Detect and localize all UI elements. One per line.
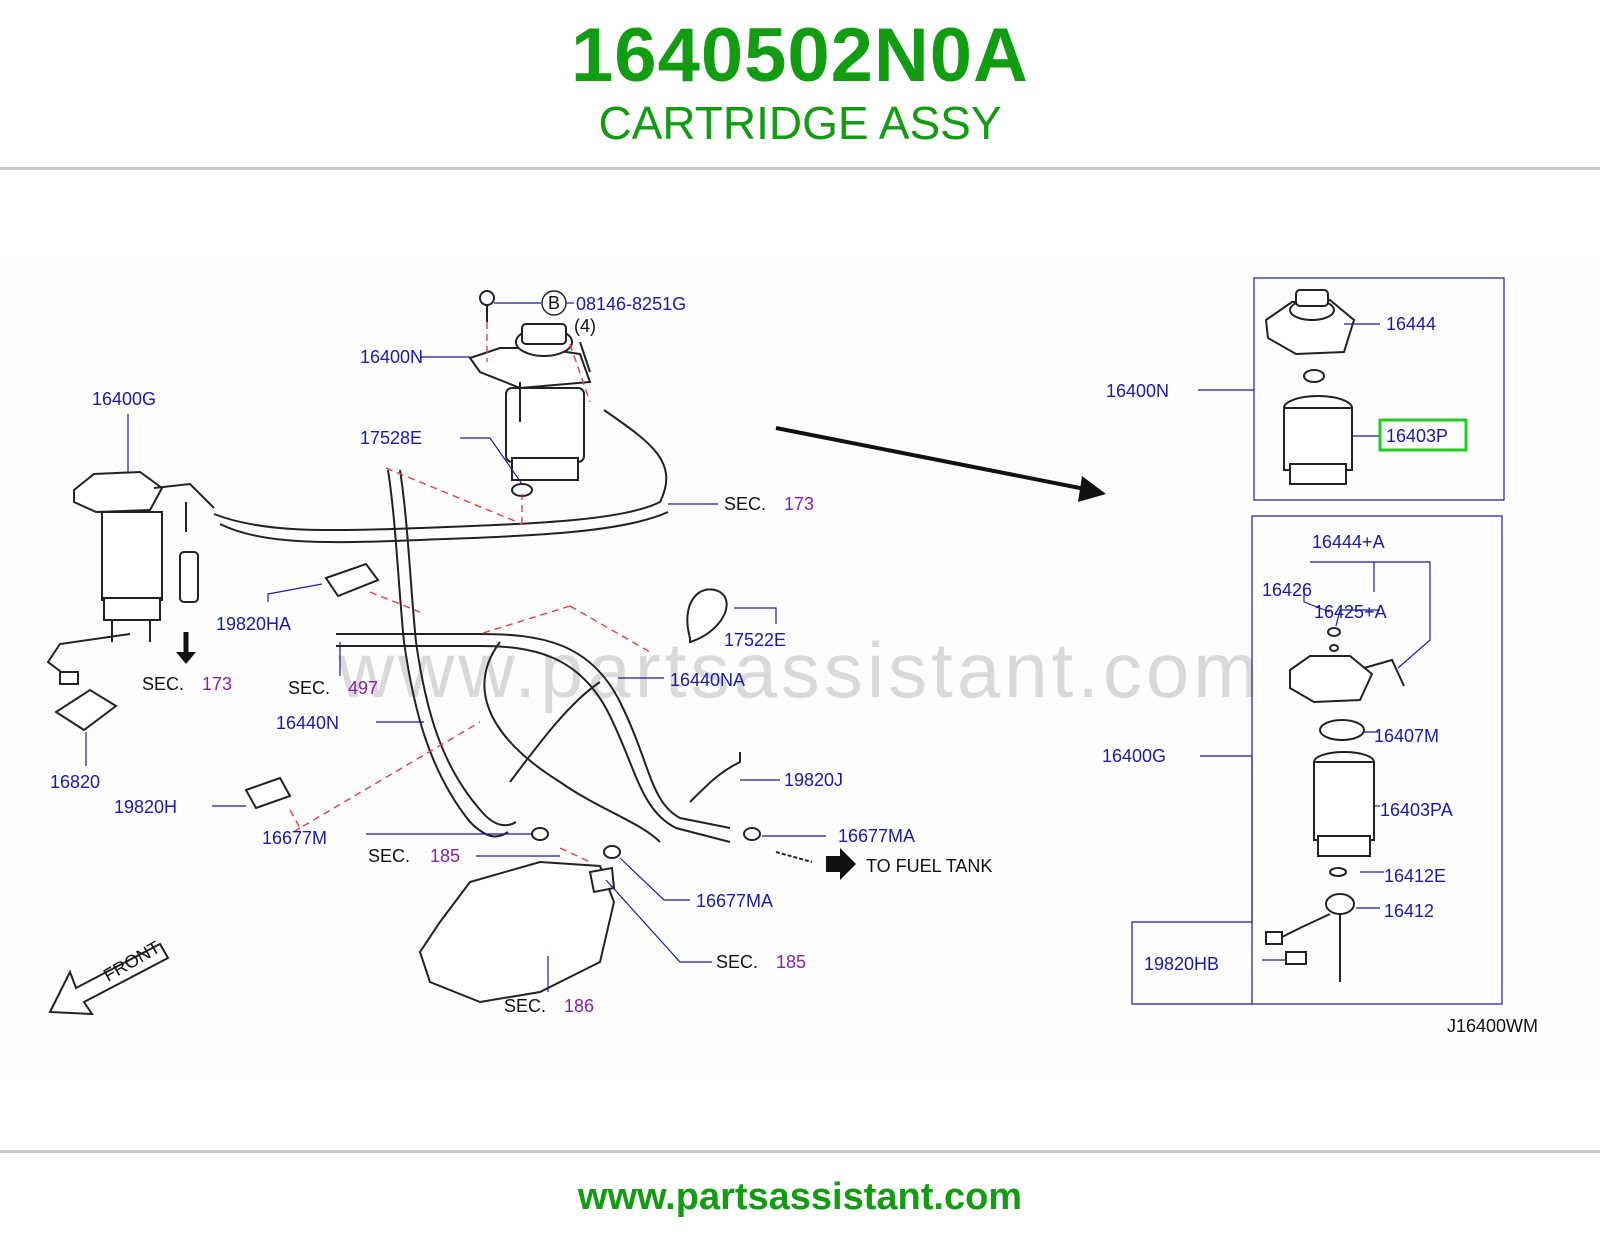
label-sec186: SEC. — [504, 996, 546, 1016]
clip-19820H-drawing — [244, 776, 292, 810]
leader-19820HA — [267, 583, 323, 602]
part-name-subtitle: CARTRIDGE ASSY — [598, 97, 1002, 149]
label-16677MA-lower[interactable]: 16677MA — [696, 891, 773, 911]
inset-19820HB-drawing — [1285, 951, 1307, 965]
arrow-to-fuel-tank — [826, 848, 856, 880]
label-17528E[interactable]: 17528E — [360, 428, 422, 448]
inset-16403P-drawing — [1283, 395, 1353, 485]
clamp-16677MA-lower-drawing — [603, 845, 621, 859]
footer-divider — [0, 1150, 1600, 1153]
inset-16444-drawing — [1264, 289, 1356, 356]
inset-gasket-drawing — [1303, 369, 1325, 383]
label-inset-16425A[interactable]: 16425+A — [1314, 602, 1387, 622]
label-inset-16444A[interactable]: 16444+A — [1312, 532, 1385, 552]
label-sec497: SEC. — [288, 678, 330, 698]
inset-16444A-drawing — [1289, 627, 1405, 704]
label-16677M[interactable]: 16677M — [262, 828, 327, 848]
inset-16412-drawing — [1265, 893, 1355, 982]
inset-box-16400N — [1253, 277, 1505, 501]
hose-to-sec173 — [213, 409, 668, 532]
label-inset-16403P[interactable]: 16403P — [1386, 426, 1448, 446]
injection-pump-drawing — [418, 860, 616, 1004]
arrow-to-inset — [775, 426, 1091, 492]
label-sec185-a-num[interactable]: 185 — [430, 846, 460, 866]
clamp-16677MA-right-drawing — [743, 827, 761, 841]
label-bolt-qty: (4) — [574, 316, 596, 336]
label-sec173-left-num[interactable]: 173 — [202, 674, 232, 694]
label-inset-16403PA[interactable]: 16403PA — [1380, 800, 1453, 820]
clamp-16677M-drawing — [531, 827, 549, 841]
label-inset-16412E[interactable]: 16412E — [1384, 866, 1446, 886]
bolt-b-letter: B — [548, 293, 560, 313]
footer-website-link[interactable]: www.partsassistant.com — [577, 1176, 1023, 1218]
label-sec185-b-num[interactable]: 185 — [776, 952, 806, 972]
highlight-16403P — [1378, 418, 1468, 452]
label-inset-19820HB[interactable]: 19820HB — [1144, 954, 1219, 974]
watermark-text: www.partsassistant.com — [337, 626, 1263, 714]
part-number-title: 1640502N0A — [571, 13, 1029, 98]
leader-inset-16444A — [1303, 561, 1431, 669]
label-19820H[interactable]: 19820H — [114, 797, 177, 817]
label-inset-16400G[interactable]: 16400G — [1102, 746, 1166, 766]
diagram-svg: www.partsassistant.com — [46, 277, 1538, 1036]
label-17522E[interactable]: 17522E — [724, 630, 786, 650]
header-divider — [0, 167, 1600, 170]
leader-16677MA-lower — [619, 857, 690, 901]
page-header: 1640502N0A CARTRIDGE ASSY — [0, 0, 1600, 170]
front-arrow-icon — [48, 942, 170, 1016]
inset-16412E-drawing — [1329, 867, 1347, 877]
label-inset-16412[interactable]: 16412 — [1384, 901, 1434, 921]
label-19820HA[interactable]: 19820HA — [216, 614, 291, 634]
label-sec173-left: SEC. — [142, 674, 184, 694]
label-16677MA-right[interactable]: 16677MA — [838, 826, 915, 846]
fuel-filter-16400G-drawing — [73, 470, 215, 642]
leader-sec185-b — [605, 879, 712, 963]
wire-19820J-drawing — [689, 752, 741, 803]
label-sec185-b: SEC. — [716, 952, 758, 972]
label-inset-16407M[interactable]: 16407M — [1374, 726, 1439, 746]
clip-19820HA-drawing — [324, 562, 380, 598]
label-16400G[interactable]: 16400G — [92, 389, 156, 409]
label-16440NA[interactable]: 16440NA — [670, 670, 745, 690]
leader-17522E — [734, 607, 777, 624]
band-17522E-drawing — [686, 588, 728, 644]
inset-16403PA-drawing — [1313, 751, 1375, 857]
label-16400N[interactable]: 16400N — [360, 347, 423, 367]
label-16820[interactable]: 16820 — [50, 772, 100, 792]
label-08146-8251G[interactable]: 08146-8251G — [576, 294, 686, 314]
label-sec186-num[interactable]: 186 — [564, 996, 594, 1016]
label-to-fuel-tank: TO FUEL TANK — [866, 856, 992, 876]
hose-16440N — [387, 469, 509, 838]
inset-16407M-drawing — [1319, 719, 1365, 741]
label-inset-16426[interactable]: 16426 — [1262, 580, 1312, 600]
leader-inset-16400G — [1131, 755, 1253, 1005]
label-sec185-a: SEC. — [368, 846, 410, 866]
leader-17528E — [460, 437, 523, 485]
label-inset-16400N[interactable]: 16400N — [1106, 381, 1169, 401]
label-sec173-top: SEC. — [724, 494, 766, 514]
label-19820J[interactable]: 19820J — [784, 770, 843, 790]
label-sec173-top-num[interactable]: 173 — [784, 494, 814, 514]
label-sec497-num[interactable]: 497 — [348, 678, 378, 698]
label-inset-16444[interactable]: 16444 — [1386, 314, 1436, 334]
diagram-code: J16400WM — [1447, 1016, 1538, 1036]
fuel-filter-16400N-drawing — [468, 290, 592, 481]
parts-diagram: www.partsassistant.com — [0, 262, 1600, 1078]
label-16440N[interactable]: 16440N — [276, 713, 339, 733]
hose-16440NA — [336, 633, 731, 829]
bracket-16820-drawing — [54, 688, 118, 732]
